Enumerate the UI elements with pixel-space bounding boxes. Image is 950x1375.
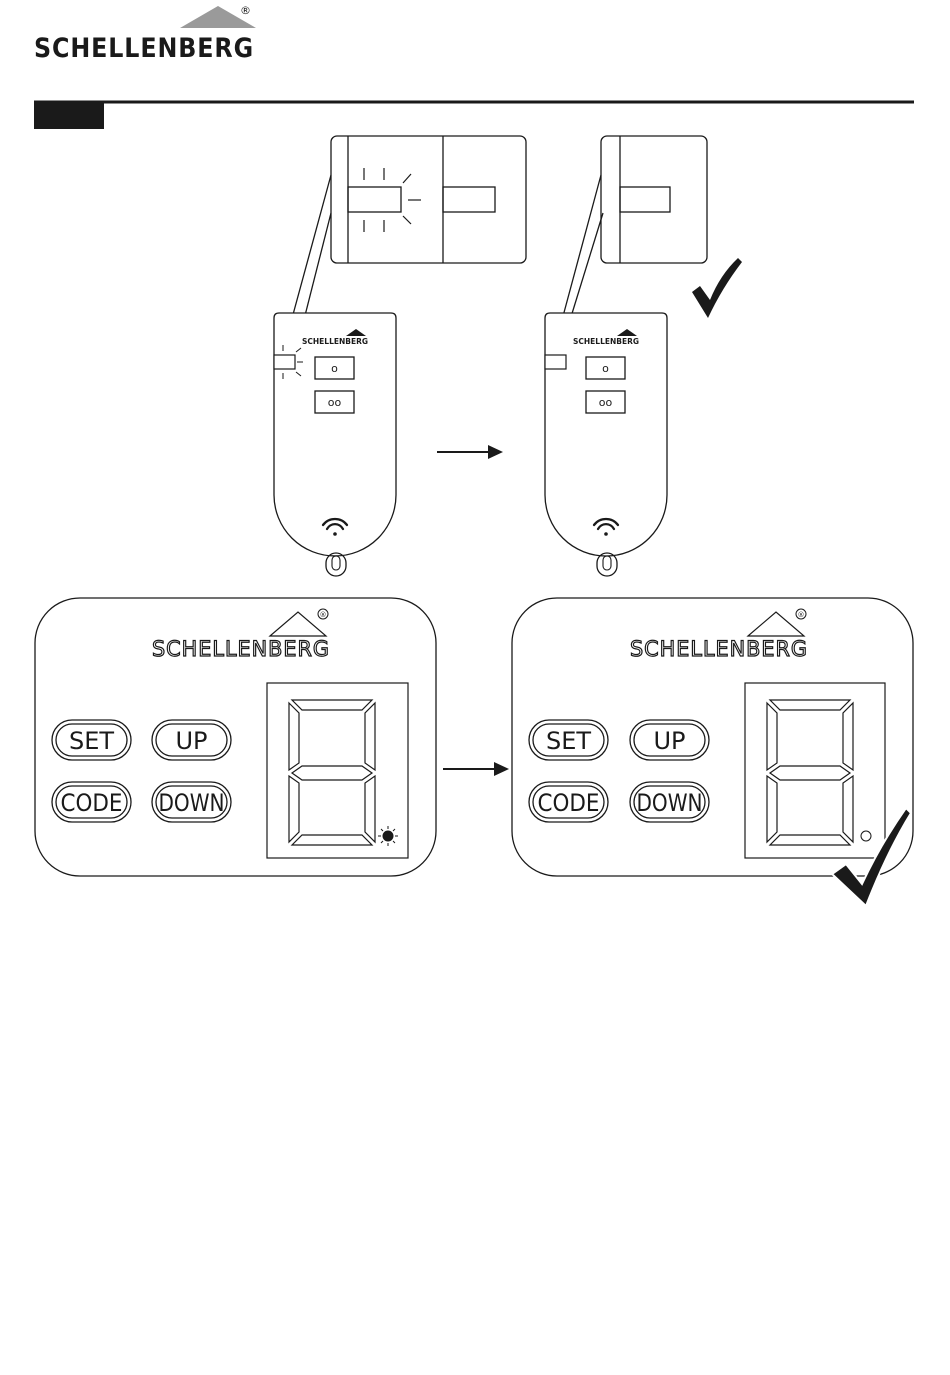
up-button-label: UP: [175, 727, 207, 755]
up-button-label: UP: [653, 727, 685, 755]
led-icon: [274, 355, 295, 369]
brand-name: SCHELLENBERG: [34, 33, 254, 64]
button-double[interactable]: oo: [315, 391, 354, 413]
brand-logo: ® SCHELLENBERG: [34, 4, 256, 64]
panel-brand-name: SCHELLENBERG: [152, 637, 330, 661]
code-button-label: CODE: [538, 789, 600, 817]
registered-mark: ®: [320, 611, 327, 619]
control-panel-before: ® SCHELLENBERG SET UP CODE DOWN: [35, 598, 436, 876]
control-panel-after: ® SCHELLENBERG SET UP CODE DOWN: [512, 598, 913, 876]
button-double-label: oo: [328, 396, 342, 409]
blink-rays-icon: [364, 168, 421, 232]
hand-remote-after: SCHELLENBERG o oo: [545, 313, 667, 576]
button-double-label: oo: [599, 396, 613, 409]
panel-brand-name: SCHELLENBERG: [630, 637, 808, 661]
hand-remote-before: SCHELLENBERG o oo: [274, 313, 396, 576]
button-single[interactable]: o: [315, 357, 354, 379]
led-icon: [545, 355, 566, 369]
button-double[interactable]: oo: [586, 391, 625, 413]
section-tab: [34, 102, 104, 129]
registered-mark: ®: [240, 4, 251, 17]
led-icon: [861, 831, 871, 841]
down-button-label: DOWN: [159, 789, 225, 817]
down-button-label: DOWN: [637, 789, 703, 817]
remote-brand-name: SCHELLENBERG: [302, 337, 368, 346]
button-single-label: o: [331, 362, 338, 375]
button-single-label: o: [602, 362, 609, 375]
arrow-right-icon: [437, 445, 503, 459]
checkmark-icon: [692, 258, 742, 318]
led-icon: [378, 826, 398, 846]
button-single[interactable]: o: [586, 357, 625, 379]
remote-brand-name: SCHELLENBERG: [573, 337, 639, 346]
set-button-label: SET: [69, 727, 114, 755]
code-button-label: CODE: [61, 789, 123, 817]
arrow-right-icon: [443, 762, 509, 776]
led-icon: [348, 187, 401, 212]
set-button-label: SET: [546, 727, 591, 755]
registered-mark: ®: [798, 611, 805, 619]
